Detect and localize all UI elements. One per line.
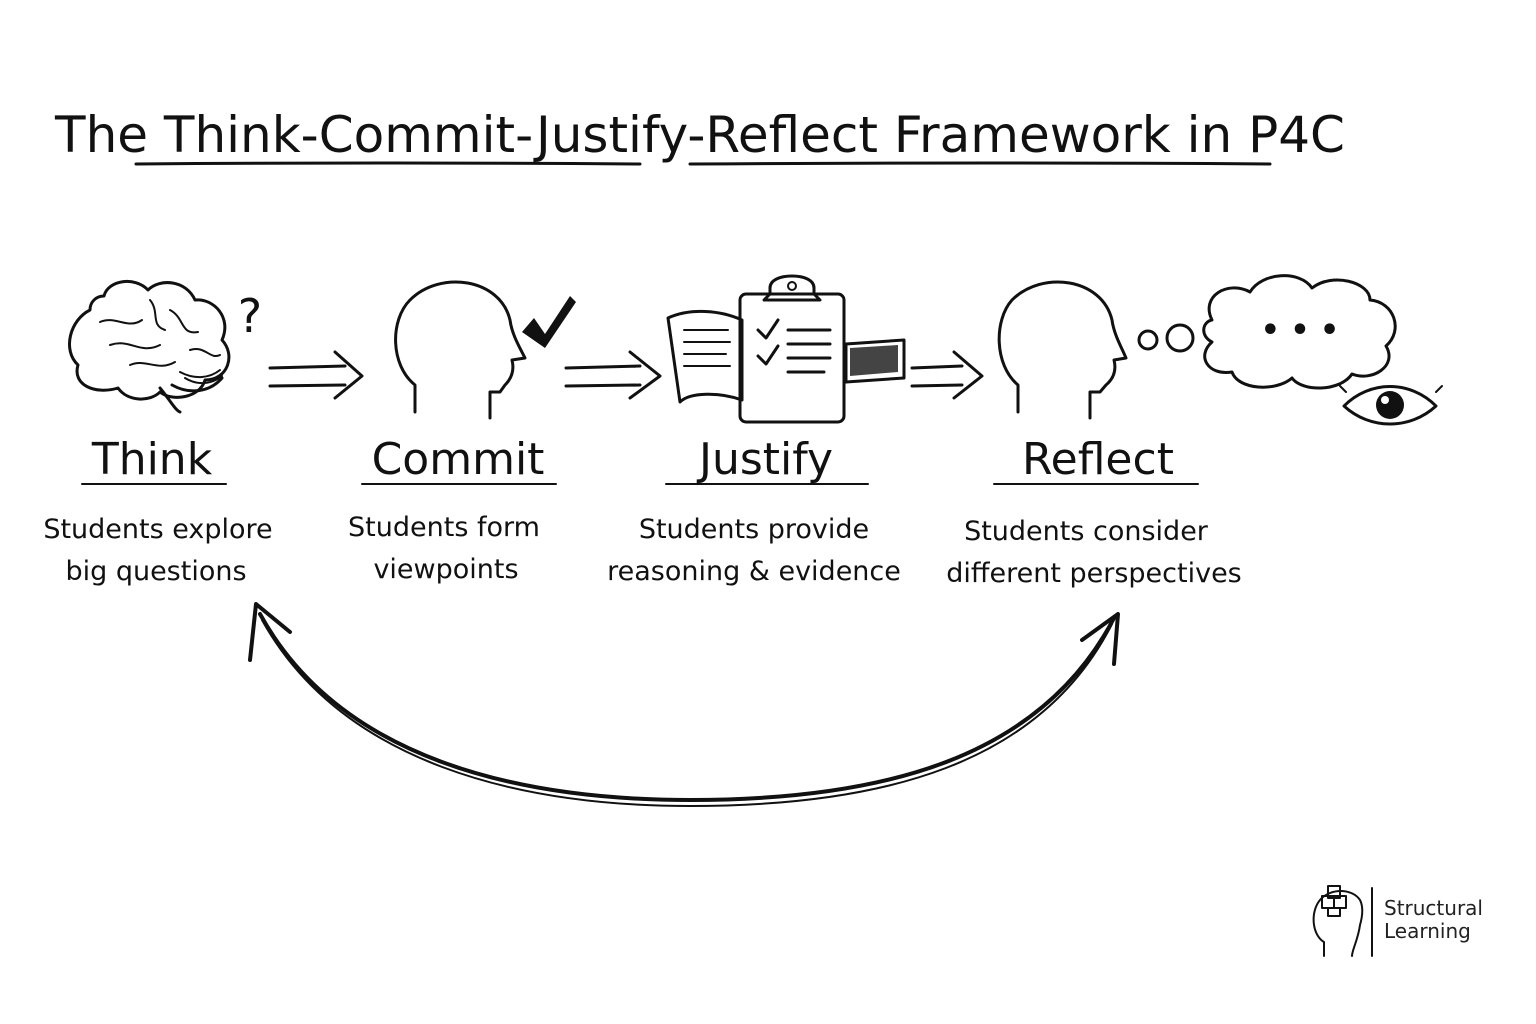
title-group: The Think-Commit-Justify-Reflect Framewo… [54, 106, 1345, 166]
title-underline [134, 161, 1272, 166]
arrow-commit-to-justify [564, 350, 662, 400]
clipboard-books-icon [666, 274, 906, 424]
stage-desc-justify-line2: reasoning & evidence [607, 556, 901, 587]
stage-label-justify: Justify [696, 434, 833, 485]
stage-commit: Commit Students form viewpoints [348, 434, 557, 585]
arrow-think-to-commit [268, 350, 364, 400]
question-mark: ? [238, 289, 262, 343]
head-puzzle-logo-icon [1312, 885, 1373, 957]
stage-desc-justify-line1: Students provide [639, 514, 869, 545]
head-checkmark-icon [394, 280, 576, 420]
head-thought-eye-icon: • • • [997, 274, 1443, 426]
stage-desc-think-line1: Students explore [43, 514, 272, 545]
stage-desc-commit-line2: viewpoints [373, 554, 518, 585]
stage-label-reflect: Reflect [1022, 434, 1174, 485]
checkmark-icon [522, 296, 576, 348]
thought-bubble-text: • • • [1261, 313, 1339, 348]
stage-desc-reflect-line2: different perspectives [946, 558, 1242, 589]
stage-label-think: Think [91, 434, 213, 485]
cycle-arrow [248, 602, 1120, 807]
stage-desc-reflect-line1: Students consider [964, 516, 1209, 547]
brain-question-icon: ? [68, 280, 262, 414]
arrow-justify-to-reflect [910, 350, 984, 400]
stage-label-commit: Commit [372, 434, 545, 485]
structural-learning-logo: Structural Learning [1312, 885, 1483, 957]
stage-justify: Justify Students provide reasoning & evi… [607, 434, 901, 587]
stage-think: Think Students explore big questions [43, 434, 272, 587]
stage-desc-commit-line1: Students form [348, 512, 540, 543]
diagram-title: The Think-Commit-Justify-Reflect Framewo… [54, 106, 1345, 164]
eye-icon [1339, 385, 1443, 426]
stage-reflect: Reflect Students consider different pers… [946, 434, 1242, 589]
stage-desc-think-line2: big questions [65, 556, 246, 587]
logo-text-line2: Learning [1384, 919, 1471, 943]
logo-text-line1: Structural [1384, 896, 1483, 920]
